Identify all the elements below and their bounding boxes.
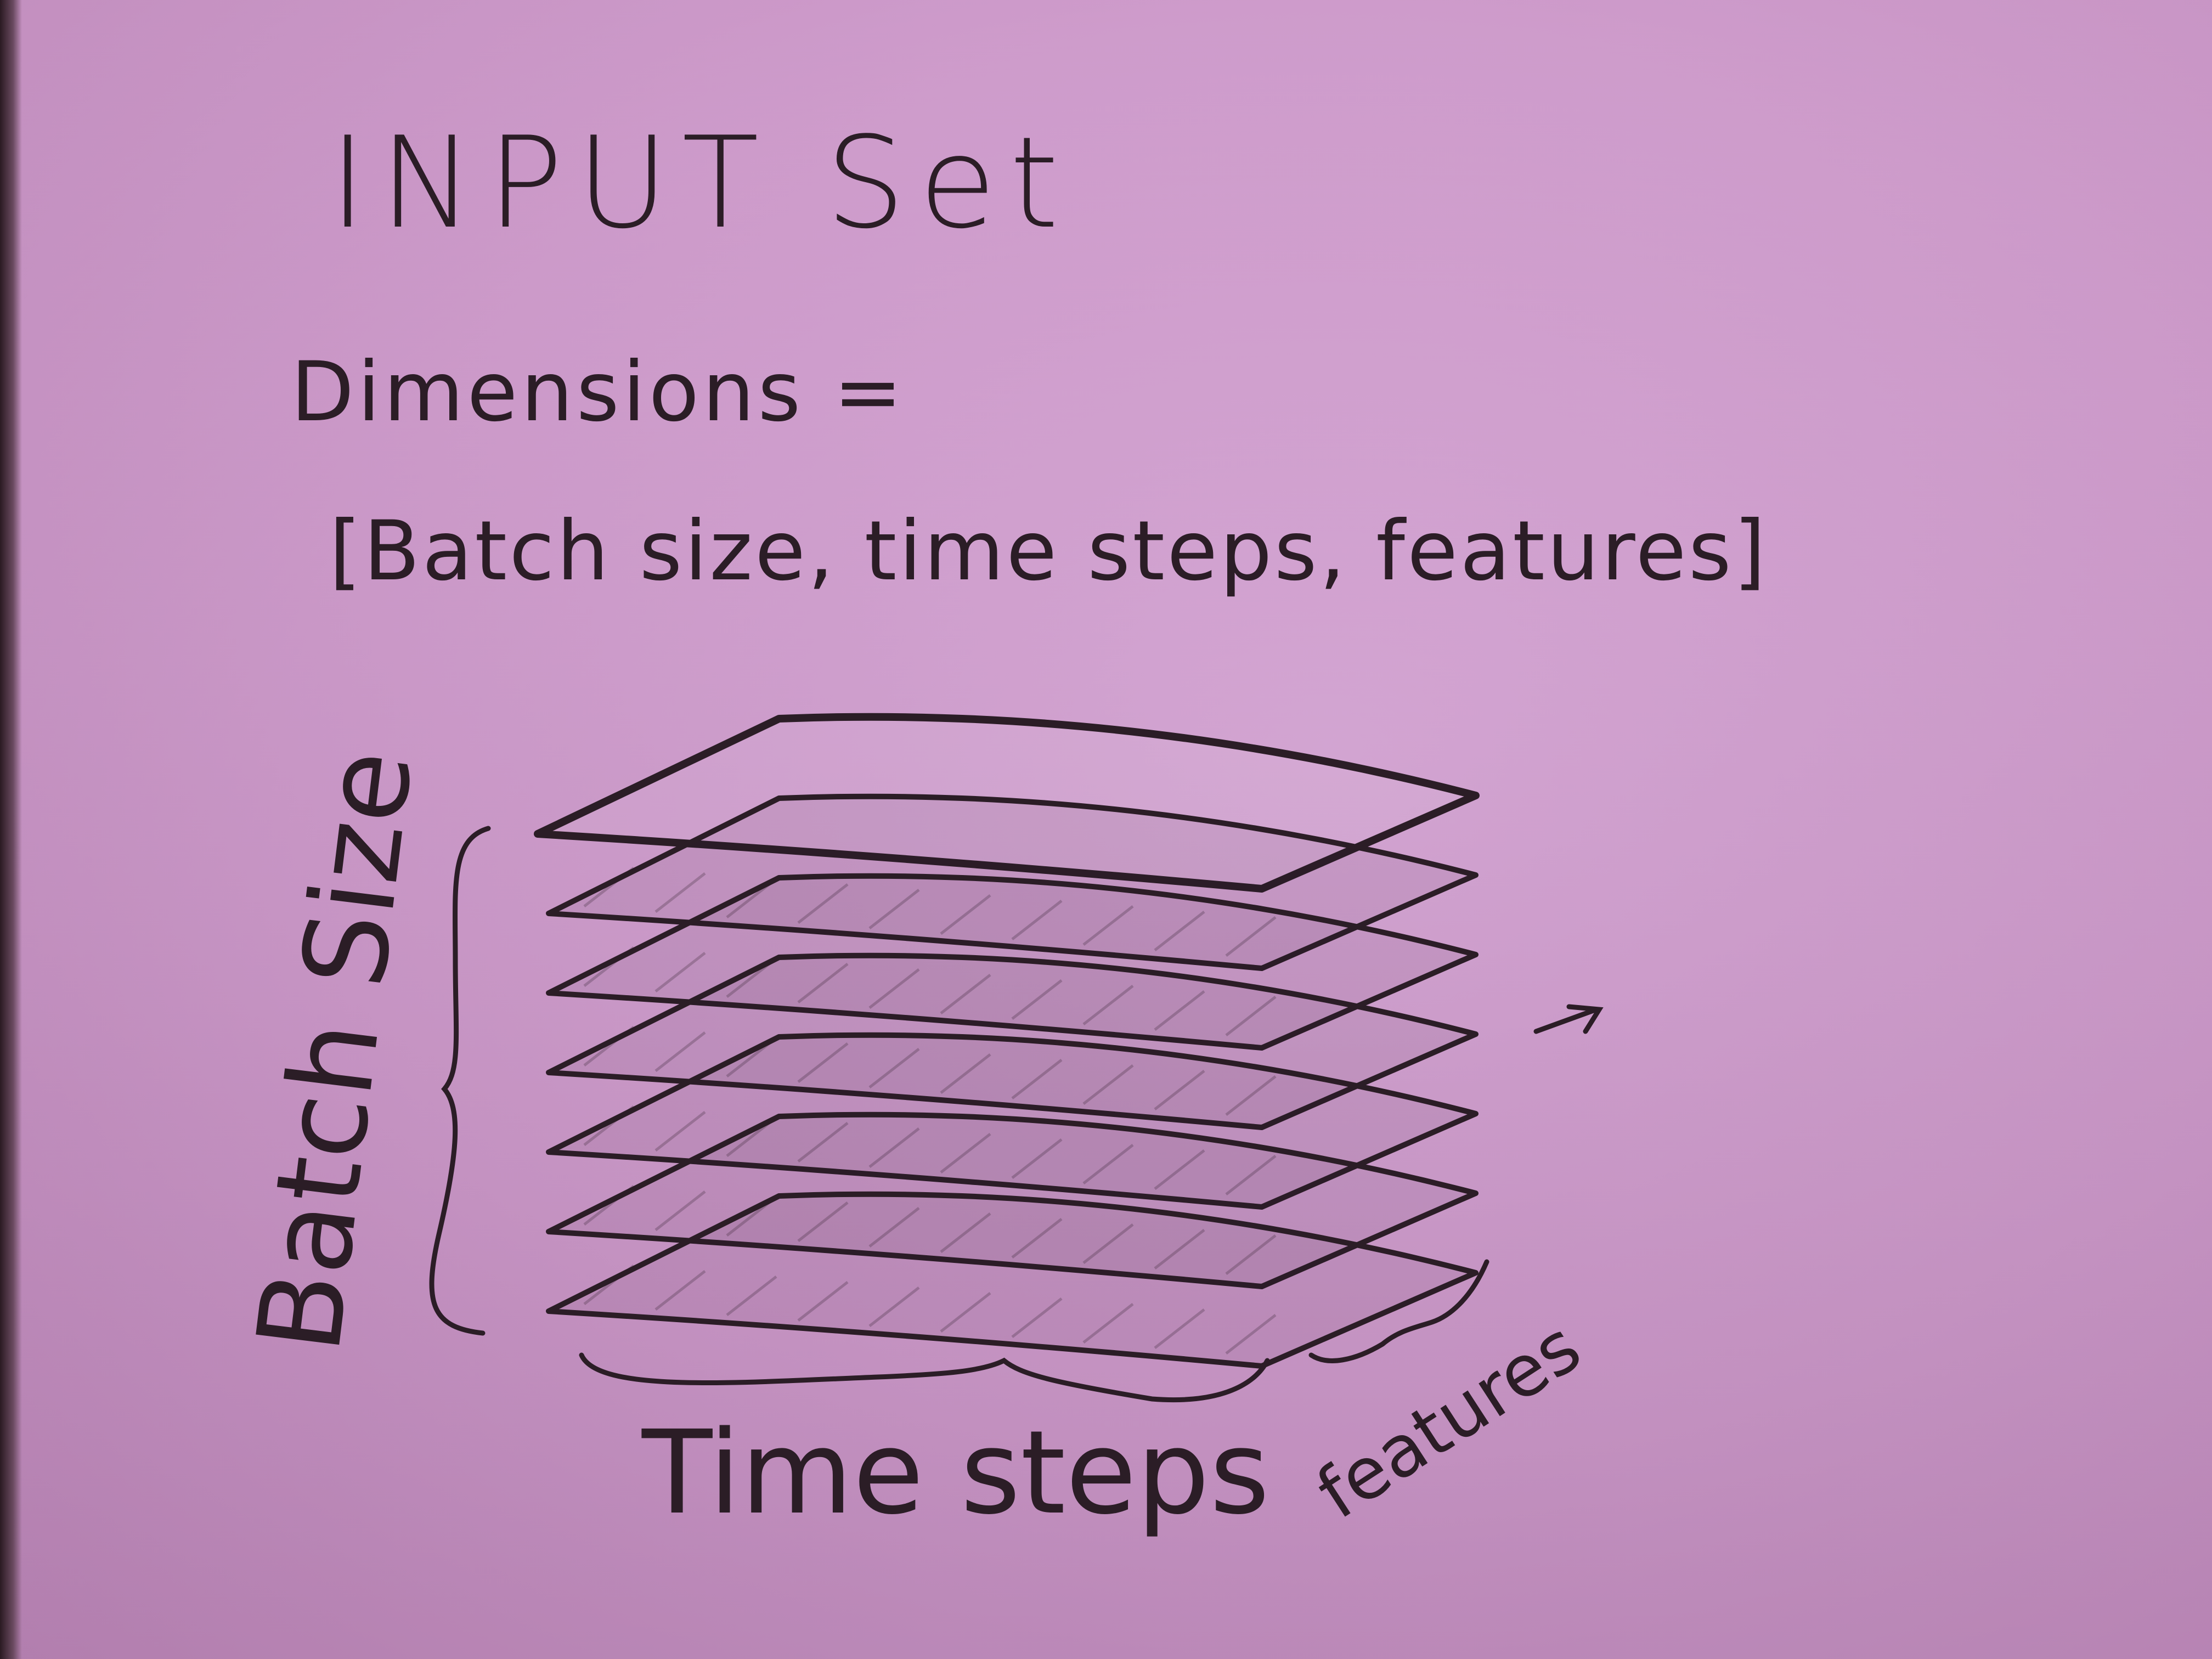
sheet-shading-stroke [940, 1212, 991, 1253]
sheet-shading-stroke [1225, 1075, 1277, 1116]
sheet-shading-stroke [868, 1048, 920, 1088]
sheet-shading-stroke [1011, 1138, 1063, 1179]
sheet-shading-stroke [1225, 916, 1277, 957]
sheet-shading-stroke [868, 1127, 920, 1168]
paper-edge-shadow [0, 0, 22, 1659]
sheet-shading-stroke [1225, 1234, 1277, 1275]
layer-stack [534, 713, 1480, 1369]
time-steps-brace [579, 1352, 1270, 1403]
sheet-shading-stroke [1011, 1297, 1063, 1338]
dimensions-label: Dimensions = [291, 345, 906, 440]
sheet-shading-stroke [797, 883, 849, 924]
sheet-shading-stroke [1082, 985, 1134, 1025]
time-steps-axis-label: Time steps [642, 1406, 1270, 1540]
sheet-shading-stroke [868, 1207, 920, 1248]
sheet-shading-stroke [1082, 1144, 1134, 1184]
batch-layer-sheet [546, 1191, 1479, 1369]
page-title: INPUT Set [329, 110, 1073, 257]
sheet-shading-stroke [654, 952, 706, 992]
sheet-shading-stroke [1011, 1059, 1063, 1099]
sheet-shading-stroke [797, 1201, 849, 1242]
sheet-shading-stroke [940, 894, 991, 935]
sheet-shading-stroke [940, 1133, 991, 1173]
sheet-shading-stroke [1225, 996, 1277, 1036]
sheet-shading-stroke [940, 1053, 991, 1094]
features-brace [1308, 1259, 1489, 1363]
sheet-shading-stroke [940, 974, 991, 1014]
sheet-shading-stroke [1225, 1314, 1277, 1355]
sheet-shading-stroke [726, 1276, 777, 1316]
dimensions-value: [Batch size, time steps, features] [329, 504, 1768, 599]
sheet-shading-stroke [1154, 1308, 1205, 1349]
sheet-shading-stroke [868, 1286, 920, 1327]
sheet-shading-stroke [583, 1185, 635, 1226]
sheet-shading-stroke [797, 963, 849, 1003]
sheet-shading-stroke [1154, 1229, 1205, 1269]
sheet-shading-stroke [868, 968, 920, 1009]
sheet-shading-stroke [583, 946, 635, 987]
sheet-shading-stroke [797, 1122, 849, 1163]
sheet-shading-stroke [1225, 1155, 1277, 1195]
sheet-shading-stroke [583, 1026, 635, 1066]
batch-size-brace [429, 826, 491, 1336]
sheet-shading-stroke [1154, 911, 1205, 951]
sheet-shading-stroke [1082, 1303, 1134, 1344]
sheet-shading-stroke [1082, 905, 1134, 946]
sheet-shading-stroke [1082, 1223, 1134, 1264]
sheet-shading-stroke [654, 872, 706, 913]
sheet-shading-stroke [1154, 1149, 1205, 1190]
sheet-shading-stroke [868, 889, 920, 929]
sheet-shading-stroke [654, 1190, 706, 1231]
sheet-shading-stroke [654, 1031, 706, 1072]
arrow-icon [1533, 1004, 1604, 1034]
sheet-shading-stroke [940, 1292, 991, 1333]
sheet-shading-stroke [1011, 1218, 1063, 1259]
sheet-shading-stroke [1011, 900, 1063, 940]
sheet-shading-stroke [1011, 979, 1063, 1020]
sheet-shading-stroke [797, 1281, 849, 1322]
sheet-shading-stroke [1154, 990, 1205, 1031]
sheet-shading-stroke [583, 1265, 635, 1305]
sheet-shading-stroke [583, 867, 635, 907]
sheet-shading-stroke [654, 1270, 706, 1311]
sheet-shading-stroke [797, 1042, 849, 1083]
sheet-shading-stroke [1154, 1070, 1205, 1110]
sheet-shading-stroke [583, 1105, 635, 1146]
sheet-shading-stroke [1082, 1064, 1134, 1105]
sheet-shading-stroke [654, 1111, 706, 1152]
